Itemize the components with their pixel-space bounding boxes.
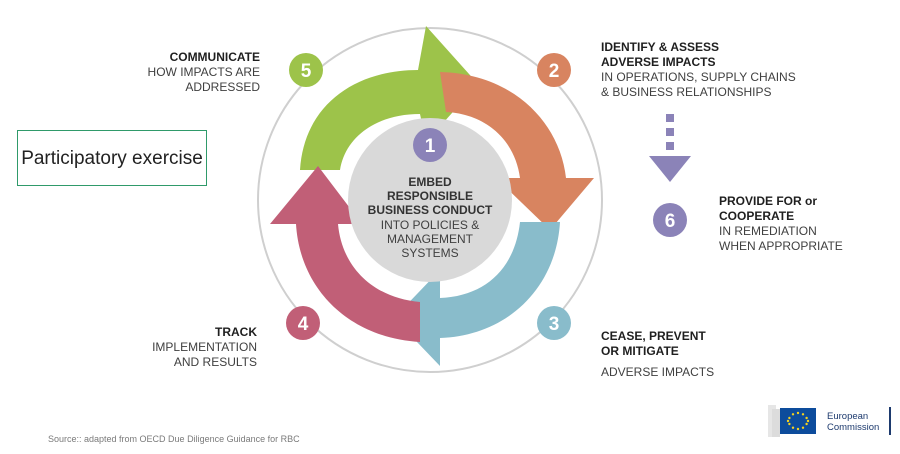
step-badge-4: 4 bbox=[286, 306, 320, 340]
step-badge-1: 1 bbox=[413, 128, 447, 162]
communicate-sub-1: HOW IMPACTS ARE bbox=[147, 65, 260, 79]
step-number-4: 4 bbox=[298, 314, 309, 335]
center-title-line-2: RESPONSIBLE bbox=[387, 189, 473, 203]
identify-title-1: IDENTIFY & ASSESS bbox=[601, 40, 720, 54]
center-sub-line-3: SYSTEMS bbox=[401, 246, 458, 260]
cease-title-2: OR MITIGATE bbox=[601, 344, 679, 358]
remediation-title-1: PROVIDE FOR or bbox=[719, 194, 818, 208]
remediation-sub-2: WHEN APPROPRIATE bbox=[719, 239, 843, 253]
label-track: TRACK IMPLEMENTATION AND RESULTS bbox=[120, 325, 257, 370]
eu-flag-icon bbox=[768, 405, 816, 437]
remediation-title-2: COOPERATE bbox=[719, 209, 795, 223]
communicate-sub-2: ADDRESSED bbox=[185, 80, 260, 94]
logo-divider bbox=[889, 407, 891, 435]
source-note: Source:: adapted from OECD Due Diligence… bbox=[48, 434, 300, 444]
label-identify: IDENTIFY & ASSESS ADVERSE IMPACTS IN OPE… bbox=[601, 40, 801, 100]
track-sub-1: IMPLEMENTATION bbox=[152, 340, 257, 354]
participatory-exercise-box: Participatory exercise bbox=[17, 130, 207, 186]
step-badge-2: 2 bbox=[537, 53, 571, 87]
arrow-cease bbox=[394, 222, 560, 366]
identify-title-2: ADVERSE IMPACTS bbox=[601, 55, 716, 69]
label-cease: CEASE, PREVENT OR MITIGATE ADVERSE IMPAC… bbox=[601, 329, 761, 380]
logo-line-2: Commission bbox=[827, 422, 880, 433]
arrow-track bbox=[270, 166, 420, 342]
center-disc bbox=[348, 118, 512, 282]
center-title-line-1: EMBED bbox=[408, 175, 452, 189]
step-number-2: 2 bbox=[549, 61, 560, 82]
step-badge-6: 6 bbox=[653, 203, 687, 237]
identify-sub-2: & BUSINESS RELATIONSHIPS bbox=[601, 85, 772, 99]
step-number-3: 3 bbox=[549, 314, 560, 335]
cease-sub-1: ADVERSE IMPACTS bbox=[601, 365, 715, 379]
step-number-6: 6 bbox=[665, 211, 676, 232]
center-sub-line-2: MANAGEMENT bbox=[387, 232, 474, 246]
communicate-title: COMMUNICATE bbox=[169, 50, 260, 64]
cease-title-1: CEASE, PREVENT bbox=[601, 329, 706, 343]
step-badge-3: 3 bbox=[537, 306, 571, 340]
remediation-sub-1: IN REMEDIATION bbox=[719, 224, 817, 238]
step-number-5: 5 bbox=[301, 61, 312, 82]
logo-line-1: European bbox=[827, 411, 869, 422]
down-arrow-to-remediation bbox=[649, 114, 691, 182]
arrow-communicate bbox=[300, 26, 478, 170]
track-sub-2: AND RESULTS bbox=[173, 355, 257, 369]
track-title: TRACK bbox=[215, 325, 257, 339]
label-remediation: PROVIDE FOR or COOPERATE IN REMEDIATION … bbox=[719, 194, 889, 254]
european-commission-logo: European Commission bbox=[768, 405, 893, 437]
outer-ring bbox=[257, 27, 603, 373]
step-badge-5: 5 bbox=[289, 53, 323, 87]
participatory-exercise-text: Participatory exercise bbox=[21, 147, 203, 169]
arrow-identify bbox=[440, 72, 594, 230]
step-number-1: 1 bbox=[425, 136, 436, 157]
center-title-line-3: BUSINESS CONDUCT bbox=[368, 203, 493, 217]
center-sub-line-1: INTO POLICIES & bbox=[381, 218, 479, 232]
identify-sub-1: IN OPERATIONS, SUPPLY CHAINS bbox=[601, 70, 796, 84]
label-communicate: COMMUNICATE HOW IMPACTS ARE ADDRESSED bbox=[120, 50, 260, 95]
